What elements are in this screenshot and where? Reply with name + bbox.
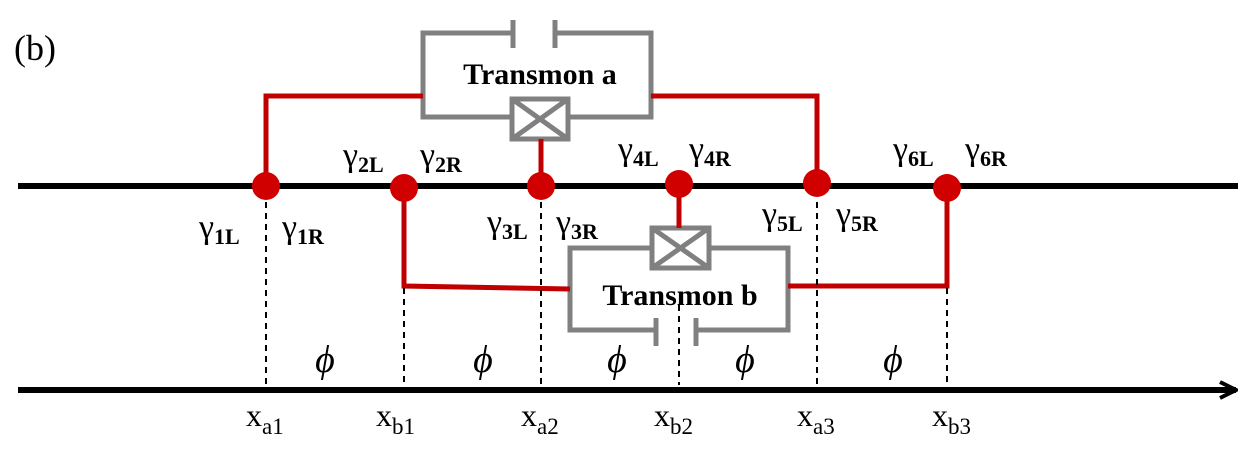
label-x-a3: xa3 — [797, 397, 835, 439]
node-gamma2 — [390, 174, 418, 202]
label-gamma-6R: γ6R — [964, 131, 1008, 171]
node-gamma3 — [527, 172, 555, 200]
label-gamma-6L: γ6L — [892, 131, 934, 171]
node-gamma5 — [803, 169, 831, 197]
wire-transmon-b-to-gamma6 — [788, 188, 950, 289]
label-gamma-5L: γ5L — [761, 196, 803, 236]
red-wires — [263, 93, 950, 292]
label-x-b1: xb1 — [376, 397, 415, 439]
transmon-a-label: Transmon a — [463, 58, 617, 91]
panel-label: (b) — [14, 28, 56, 68]
wire-gamma1-to-transmon-a — [263, 93, 423, 186]
label-x-b3: xb3 — [932, 397, 971, 439]
transmon-a-right-bracket — [555, 30, 654, 120]
transmon-b-josephson-junction-icon — [649, 225, 712, 271]
transmon-a-josephson-junction-icon — [509, 96, 571, 142]
phase-symbol-4: ϕ — [735, 339, 755, 381]
transmon-a-left-bracket — [420, 30, 513, 120]
phase-symbol-2: ϕ — [473, 339, 493, 381]
phase-symbol-3: ϕ — [607, 339, 627, 381]
wire-transmon-a-to-gamma5 — [651, 93, 820, 183]
label-gamma-1L: γ1L — [198, 209, 240, 249]
label-gamma-2L: γ2L — [342, 137, 384, 177]
projection-lines — [265, 202, 948, 385]
phase-symbol-1: ϕ — [315, 339, 335, 381]
label-gamma-3R: γ3R — [555, 204, 599, 244]
node-gamma4 — [665, 170, 693, 198]
label-gamma-4L: γ4L — [617, 131, 659, 171]
label-gamma-2R: γ2R — [419, 137, 463, 177]
phase-symbol-5: ϕ — [883, 339, 903, 381]
label-gamma-1R: γ1R — [281, 209, 325, 249]
node-gamma1 — [252, 172, 280, 200]
label-gamma-3L: γ3L — [486, 204, 528, 244]
wire-gamma2-to-transmon-b — [401, 188, 571, 292]
label-gamma-4R: γ4R — [688, 131, 732, 171]
majorana-nodes — [252, 169, 961, 202]
transmon-b-right-bracket — [696, 245, 791, 333]
transmon-a — [420, 20, 654, 142]
label-x-a1: xa1 — [246, 397, 284, 439]
label-x-a2: xa2 — [521, 397, 559, 439]
node-gamma6 — [933, 174, 961, 202]
label-gamma-5R: γ5R — [835, 196, 879, 236]
label-x-b2: xb2 — [654, 397, 693, 439]
